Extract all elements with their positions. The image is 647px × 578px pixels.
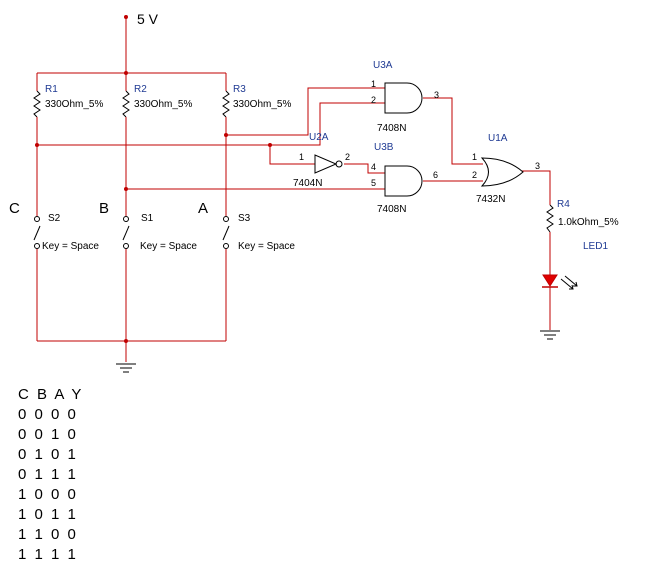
gate-u3a-part: 7408N	[377, 123, 406, 134]
gate-u3b-pin-5: 5	[371, 178, 376, 188]
not-gate-u2a: U2A 7404N 1 2	[293, 132, 350, 189]
resistor-r4-value: 1.0kOhm_5%	[558, 217, 619, 228]
gate-u3b-ref: U3B	[374, 142, 394, 153]
resistor-r3-value: 330Ohm_5%	[233, 99, 291, 110]
gate-u3a-pin-1: 1	[371, 79, 376, 89]
supply-label: 5 V	[137, 11, 159, 27]
switch-s3-key: Key = Space	[238, 241, 295, 252]
led-led1: LED1	[542, 241, 608, 330]
gate-u2a-pin-2: 2	[345, 152, 350, 162]
gate-u2a-pin-1: 1	[299, 152, 304, 162]
resistor-r3-ref: R3	[233, 84, 246, 95]
gate-u3a-ref: U3A	[373, 60, 393, 71]
truth-table-row: 0 0 0 0	[18, 406, 78, 423]
input-c-label: C	[9, 200, 20, 217]
gate-u3a-pin-3: 3	[434, 90, 439, 100]
ground-main	[116, 363, 136, 373]
resistor-r1-ref: R1	[45, 84, 58, 95]
switch-s3-ref: S3	[238, 213, 251, 224]
switch-s2-ref: S2	[48, 213, 61, 224]
resistor-r2-value: 330Ohm_5%	[134, 99, 192, 110]
gate-u1a-pin-3: 3	[535, 161, 540, 171]
resistor-r2-ref: R2	[134, 84, 147, 95]
gate-u1a-ref: U1A	[488, 133, 508, 144]
resistor-r1: R1 330Ohm_5%	[33, 73, 103, 216]
switch-s1-key: Key = Space	[140, 241, 197, 252]
and-gate-u3b: U3B 7408N 4 5 6	[371, 142, 438, 215]
gate-u1a-pin-2: 2	[472, 170, 477, 180]
input-a-label: A	[198, 200, 208, 217]
truth-table-header: C B A Y	[18, 386, 84, 403]
gate-u3a-pin-2: 2	[371, 95, 376, 105]
truth-table-row: 1 0 0 0	[18, 486, 78, 503]
resistor-r4-ref: R4	[557, 199, 570, 210]
and-gate-u3a: U3A 7408N 1 2 3	[371, 60, 439, 134]
resistor-r1-value: 330Ohm_5%	[45, 99, 103, 110]
gate-u3b-part: 7408N	[377, 204, 406, 215]
gate-u3b-pin-6: 6	[433, 170, 438, 180]
gate-u1a-part: 7432N	[476, 194, 505, 205]
truth-table-row: 0 0 1 0	[18, 426, 78, 443]
gate-u2a-part: 7404N	[293, 178, 322, 189]
switch-s2-key: Key = Space	[42, 241, 99, 252]
truth-table-row: 1 0 1 1	[18, 506, 78, 523]
resistor-r4: R4 1.0kOhm_5%	[546, 199, 619, 275]
gate-u3b-pin-4: 4	[371, 162, 376, 172]
switch-s3: A S3 Key = Space	[198, 200, 295, 341]
led-ref: LED1	[583, 241, 608, 252]
gate-u2a-ref: U2A	[309, 132, 329, 143]
resistor-r2: R2 330Ohm_5%	[122, 73, 192, 216]
truth-table-row: 1 1 0 0	[18, 526, 78, 543]
vcc-supply: 5 V	[124, 11, 159, 27]
truth-table: C B A Y 0 0 0 0 0 0 1 0 0 1 0 1 0 1 1 1 …	[18, 385, 83, 565]
ground-led	[540, 330, 560, 340]
gate-u1a-pin-1: 1	[472, 152, 477, 162]
truth-table-row: 1 1 1 1	[18, 546, 78, 563]
switch-s1-ref: S1	[141, 213, 154, 224]
or-gate-u1a: U1A 7432N 1 2 3	[472, 133, 540, 205]
switch-s1: B S1 Key = Space	[99, 200, 197, 362]
truth-table-row: 0 1 0 1	[18, 446, 78, 463]
input-b-label: B	[99, 200, 109, 217]
truth-table-row: 0 1 1 1	[18, 466, 78, 483]
switch-s2: C S2 Key = Space	[9, 200, 99, 341]
